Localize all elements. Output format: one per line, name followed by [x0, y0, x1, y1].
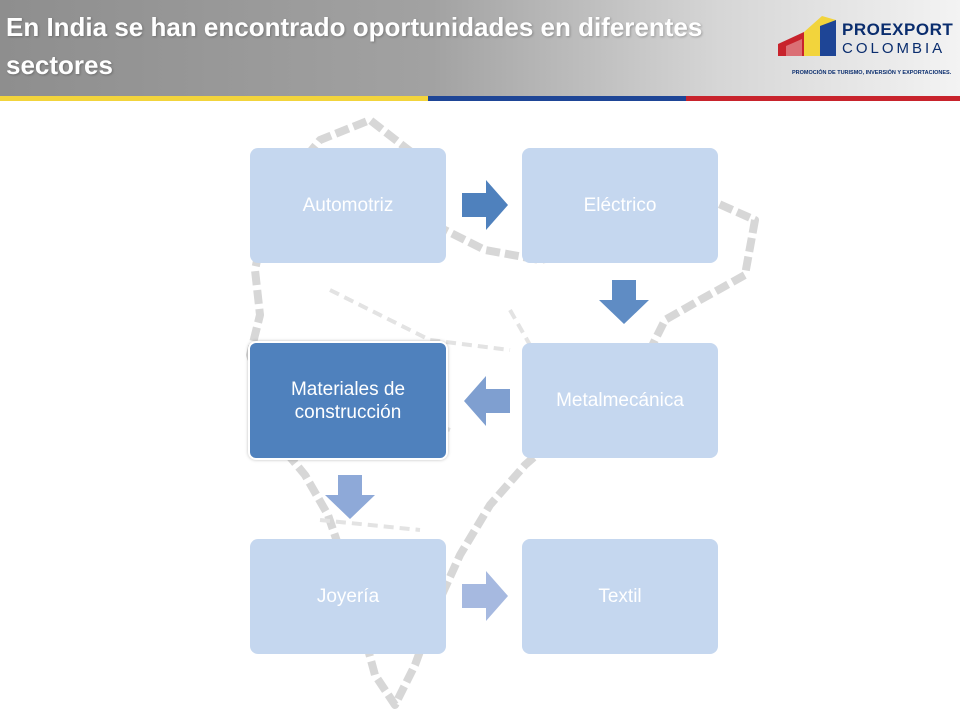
page-title: En India se han encontrado oportunidades… [6, 12, 703, 80]
stripe-red [686, 96, 960, 101]
arrow-right-automotriz-electrico [462, 180, 508, 230]
arrow-down-electrico-metalmecanica [599, 280, 649, 324]
logo-tagline: PROMOCIÓN DE TURISMO, INVERSIÓN Y EXPORT… [792, 70, 952, 76]
logo-country: COLOMBIA [842, 40, 946, 57]
box-textil: Textil [522, 539, 718, 654]
arrow-right-icon [462, 571, 508, 621]
box-automotriz: Automotriz [250, 148, 446, 263]
house-logo-icon [778, 16, 836, 56]
stripe-yellow [0, 96, 428, 101]
arrow-down-icon [599, 280, 649, 324]
stripe-blue [428, 96, 686, 101]
logo-name: PROEXPORT [842, 20, 954, 39]
box-electrico: Eléctrico [522, 148, 718, 263]
arrow-left-metalmecanica-materiales [464, 376, 510, 426]
arrow-down-materiales-joyeria [325, 475, 375, 519]
box-joyeria: Joyería [250, 539, 446, 654]
arrow-right-joyeria-textil [462, 571, 508, 621]
header-banner: En India se han encontrado oportunidades… [0, 0, 960, 96]
proexport-logo: PROEXPORT COLOMBIA PROMOCIÓN DE TURISMO,… [772, 12, 954, 84]
box-metalmecanica: Metalmecánica [522, 343, 718, 458]
arrow-left-icon [464, 376, 510, 426]
box-materiales-construccion: Materiales de construcción [248, 341, 448, 460]
arrow-down-icon [325, 475, 375, 519]
arrow-right-icon [462, 180, 508, 230]
